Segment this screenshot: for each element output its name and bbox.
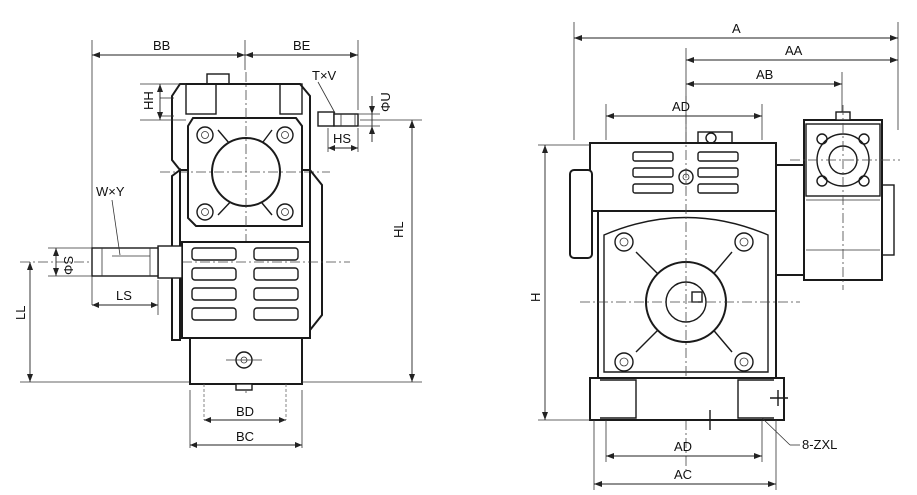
label-hh: HH: [141, 91, 156, 110]
label-ad-top: AD: [672, 99, 690, 114]
label-be: BE: [293, 38, 311, 53]
label-h: H: [528, 293, 543, 302]
label-ab: AB: [756, 67, 773, 82]
left-view: BB BE T×V HH ΦU HS HL W×Y ΦS LS LL BD BC: [13, 38, 422, 448]
label-ls: LS: [116, 288, 132, 303]
cooling-fins: [191, 247, 299, 321]
label-hl: HL: [391, 221, 406, 238]
label-ad-bottom: AD: [674, 439, 692, 454]
right-view: A AA AB AD H AD AC 8-ZXL: [528, 21, 900, 490]
label-wxy: W×Y: [96, 184, 125, 199]
label-bd: BD: [236, 404, 254, 419]
label-8-zxl: 8-ZXL: [802, 437, 837, 452]
top-fins: [632, 151, 739, 194]
label-aa: AA: [785, 43, 803, 58]
label-hs: HS: [333, 131, 351, 146]
label-ac: AC: [674, 467, 692, 482]
label-ll: LL: [13, 306, 28, 320]
label-phi-u: ΦU: [378, 92, 393, 112]
label-phi-s: ΦS: [61, 256, 76, 275]
label-bb: BB: [153, 38, 170, 53]
label-bc: BC: [236, 429, 254, 444]
label-txv: T×V: [312, 68, 337, 83]
label-a: A: [732, 21, 741, 36]
